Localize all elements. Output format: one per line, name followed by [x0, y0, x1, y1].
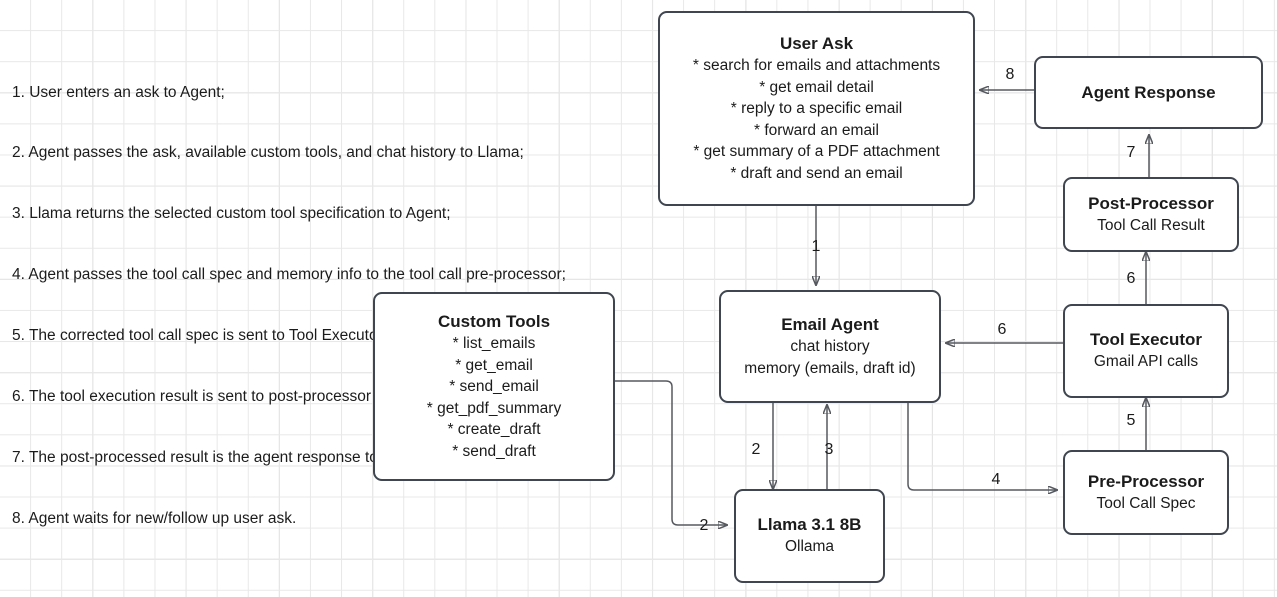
legend-line-3: 3. Llama returns the selected custom too… [12, 205, 451, 223]
custom-tools-item-5: * create_draft [447, 421, 541, 438]
custom-tools-item-6: * send_draft [452, 442, 536, 460]
email-agent-title: Email Agent [781, 315, 879, 334]
legend-line-8: 8. Agent waits for new/follow up user as… [12, 509, 297, 527]
user-ask-item-6: * draft and send an email [730, 164, 903, 182]
user-ask-item-2: * get email detail [759, 78, 874, 96]
user-ask-item-4: * forward an email [754, 121, 879, 139]
edge-label-1: 1 [811, 238, 821, 255]
tool-executor-title: Tool Executor [1089, 330, 1203, 350]
edge-label-6a: 6 [997, 321, 1007, 338]
llama-title: Llama 3.1 8B [757, 515, 862, 535]
user-ask-title: User Ask [779, 34, 854, 53]
node-custom-tools[interactable]: Custom Tools * list_emails * get_email *… [373, 292, 615, 481]
node-pre-processor[interactable]: Pre-Processor Tool Call Spec [1063, 450, 1229, 535]
edge-label-2a: 2 [751, 441, 761, 458]
edge-label-5: 5 [1126, 412, 1136, 429]
edge-label-7: 7 [1126, 144, 1136, 161]
edge-label-6b: 6 [1126, 270, 1136, 287]
node-email-agent[interactable]: Email Agent chat history memory (emails,… [719, 290, 941, 403]
agent-response-title: Agent Response [1081, 82, 1216, 102]
legend-line-1: 1. User enters an ask to Agent; [12, 83, 225, 101]
pre-processor-title: Pre-Processor [1087, 471, 1205, 491]
pre-processor-subtitle: Tool Call Spec [1096, 494, 1196, 512]
node-post-processor[interactable]: Post-Processor Tool Call Result [1063, 177, 1239, 252]
node-user-ask[interactable]: User Ask * search for emails and attachm… [658, 11, 975, 206]
user-ask-item-5: * get summary of a PDF attachment [693, 143, 940, 160]
legend-line-4: 4. Agent passes the tool call spec and m… [12, 266, 566, 284]
custom-tools-item-3: * send_email [449, 378, 539, 395]
post-processor-subtitle: Tool Call Result [1097, 216, 1205, 234]
email-agent-line-2: memory (emails, draft id) [744, 359, 916, 377]
user-ask-item-3: * reply to a specific email [730, 100, 903, 117]
post-processor-title: Post-Processor [1088, 193, 1214, 213]
node-agent-response[interactable]: Agent Response [1034, 56, 1263, 129]
tool-executor-subtitle: Gmail API calls [1093, 353, 1199, 371]
edge-label-3: 3 [824, 441, 834, 458]
user-ask-item-1: * search for emails and attachments [692, 57, 941, 74]
custom-tools-item-4: * get_pdf_summary [426, 399, 562, 417]
llama-subtitle: Ollama [784, 538, 835, 556]
edge-label-2b: 2 [699, 517, 709, 534]
custom-tools-title: Custom Tools [437, 312, 551, 331]
edge-label-4: 4 [991, 471, 1001, 488]
legend-line-2: 2. Agent passes the ask, available custo… [12, 144, 524, 162]
custom-tools-item-1: * list_emails [452, 335, 536, 352]
node-tool-executor[interactable]: Tool Executor Gmail API calls [1063, 304, 1229, 398]
custom-tools-item-2: * get_email [455, 356, 533, 374]
node-llama[interactable]: Llama 3.1 8B Ollama [734, 489, 885, 583]
edge-label-8: 8 [1005, 66, 1015, 83]
email-agent-line-1: chat history [790, 338, 870, 355]
